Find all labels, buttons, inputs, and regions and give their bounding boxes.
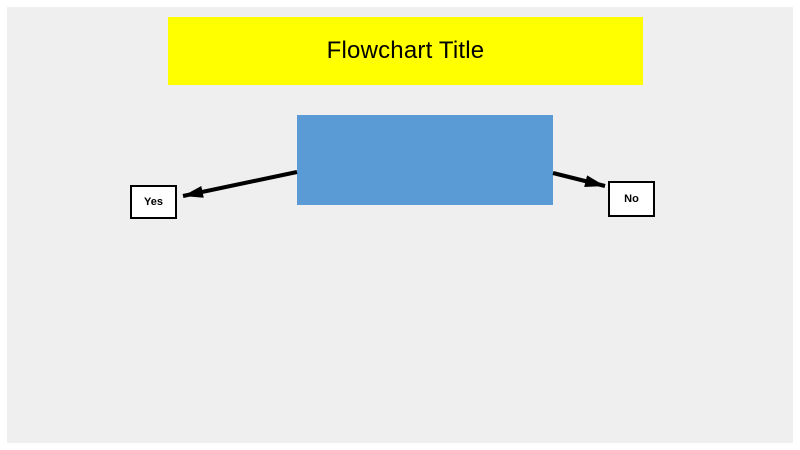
flowchart-title-label: Flowchart Title — [326, 37, 485, 64]
process-node — [297, 115, 553, 205]
flowchart-title-box: Flowchart Title — [168, 17, 643, 85]
yes-node: Yes — [130, 185, 177, 219]
yes-node-label: Yes — [144, 196, 163, 208]
no-node: No — [608, 181, 655, 217]
no-node-label: No — [624, 193, 639, 205]
